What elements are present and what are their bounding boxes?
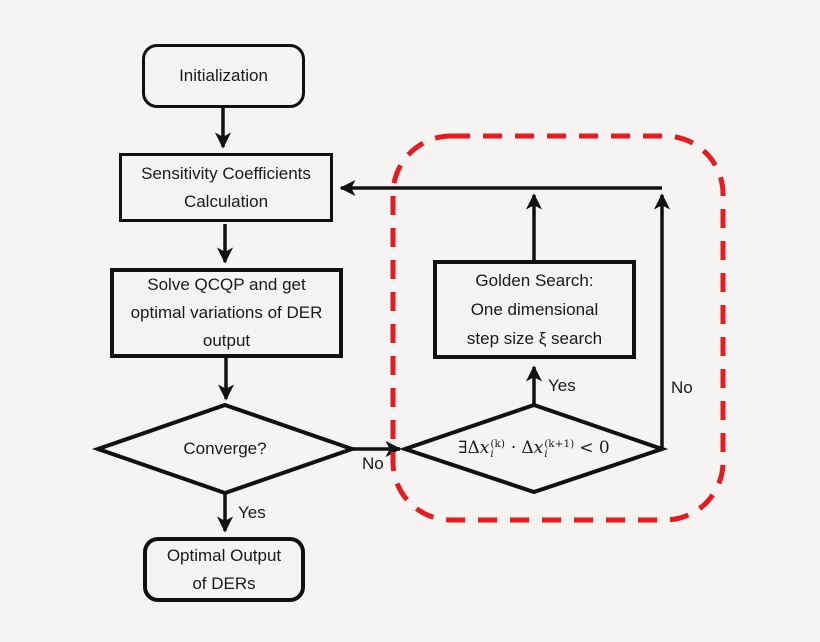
sensitivity-calc-node: Sensitivity Coefficients Calculation [119,153,333,222]
golden-search-line3: step size ξ search [466,329,603,348]
solve-qcqp-line3: output [202,331,251,350]
formula-var1: x [479,438,490,458]
formula-lt-zero: < 0 [579,438,610,458]
formula-scripts2: (k+1)i [544,438,575,460]
formula-sub1: i [490,448,494,460]
formula-var2: x [533,438,544,458]
converge-no-label: No [362,454,384,473]
solve-qcqp-node: Solve QCQP and get optimal variations of… [110,268,343,358]
sensitivity-calc-line2: Calculation [183,191,269,211]
golden-search-line2: One dimensional [470,300,599,319]
initialization-node: Initialization [142,44,305,108]
inner-loop-dashed-region [390,133,726,523]
formula-scripts1: (k)i [490,438,505,460]
sign-yes-label: Yes [548,376,576,395]
solve-qcqp-line2: optimal variations of DER [130,303,323,322]
optimal-output-line1: Optimal Output [166,545,282,565]
sign-no-label: No [671,378,693,397]
optimal-output-node: Optimal Output of DERs [143,537,305,602]
formula-delta2: Δ [521,438,534,458]
formula-sup1: (k) [490,438,505,450]
golden-search-node: Golden Search: One dimensional step size… [433,260,636,359]
converge-yes-label: Yes [238,503,266,522]
formula-dot: · [510,438,517,458]
golden-search-line1: Golden Search: [475,271,594,290]
formula-sub2: i [544,448,548,460]
initialization-label: Initialization [179,66,268,85]
solve-qcqp-line1: Solve QCQP and get [147,275,306,294]
formula-exists-delta: ∃Δ [458,438,480,458]
converge-label: Converge? [183,439,267,458]
optimal-output-line2: of DERs [192,573,256,593]
sensitivity-calc-line1: Sensitivity Coefficients [141,163,311,183]
converge-diamond-label-wrap: Converge? [110,407,340,491]
formula-sup2: (k+1) [544,438,575,450]
